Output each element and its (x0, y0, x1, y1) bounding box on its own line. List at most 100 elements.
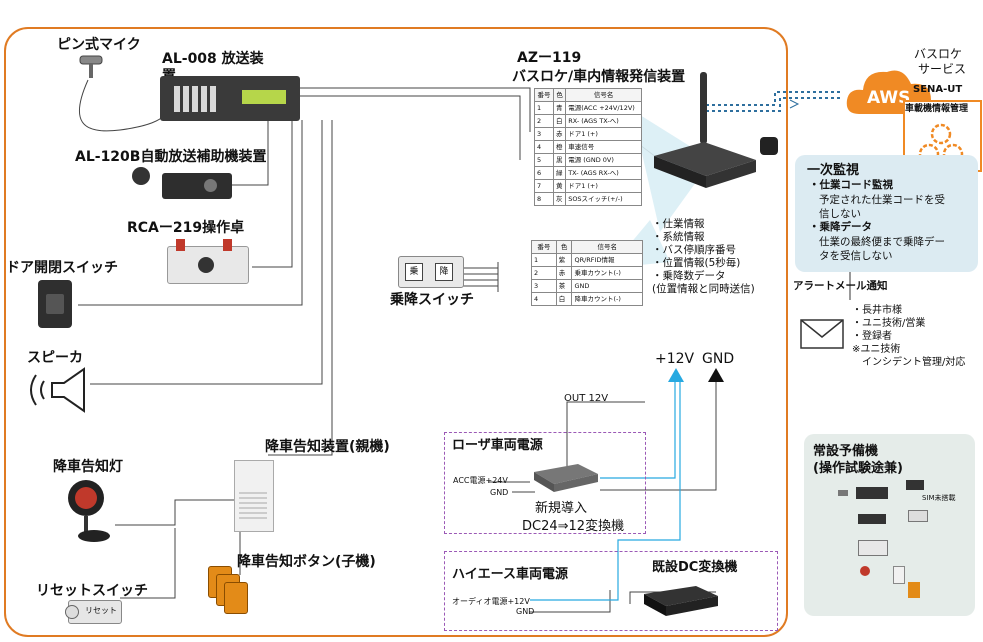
spare-console-icon (858, 540, 888, 556)
sena-ut-label-line1: SENA-UT (913, 84, 963, 95)
spare-lamp-icon (860, 566, 870, 576)
bus-location-service-line2: サービス (918, 62, 967, 76)
spare-units-panel (804, 434, 975, 616)
notify-parent-label: 降車告知装置(親機) (265, 439, 390, 455)
az119-label-line1: AZー119 (517, 50, 582, 66)
spare-notify-unit-icon (893, 566, 905, 584)
cell: 黒 (553, 153, 567, 167)
cell: 2 (533, 114, 555, 128)
notification-lamp-image (64, 478, 112, 544)
mail-envelope-icon (800, 319, 844, 349)
reset-sticker-text: リセット (85, 606, 117, 615)
col-signal: 信号名 (565, 88, 642, 102)
door-switch-image (38, 280, 72, 328)
cell: QR/RFID情報 (571, 253, 643, 267)
cell: 車速信号 (565, 140, 642, 154)
acc24-label: ACC電源+24V (453, 476, 508, 485)
plus12v-label: +12V (655, 351, 695, 367)
spare-az-unit-icon (906, 480, 924, 490)
cell: 電源 (GND 0V) (565, 153, 642, 167)
monitor-item2-line2: タを受信しない (819, 250, 893, 262)
dc-converter-existing-image (640, 582, 720, 618)
reset-switch-label: リセットスイッチ (36, 583, 148, 599)
cell: 黄 (553, 179, 567, 193)
al120b-unit-image (162, 173, 232, 199)
al120b-label: AL-120B自動放送補助機装置 (75, 149, 267, 165)
list-item: ・系統情報 (652, 231, 705, 243)
new-converter-line2: DC24⇒12変換機 (522, 519, 625, 534)
cell: 7 (533, 179, 555, 193)
out12v-label: OUT 12V (564, 393, 609, 404)
speaker-icon (24, 365, 90, 415)
cell: 赤 (555, 266, 573, 280)
cell: SOSスイッチ(+/-) (565, 192, 642, 206)
spare-title-line2: (操作試験途兼) (813, 461, 903, 476)
control-console-image (167, 239, 249, 284)
list-item: ・乗降数データ (652, 270, 726, 282)
cell: 降車カウント(-) (571, 292, 643, 306)
spare-boarding-switch-icon (908, 510, 928, 522)
cell: 乗車カウント(-) (571, 266, 643, 280)
list-item: ・長井市様 (852, 305, 902, 316)
az119-unit-image (650, 138, 760, 190)
broadcast-unit-image (160, 76, 300, 121)
rosa-gnd-label: GND (490, 488, 509, 497)
primary-monitoring-note: 一次監視 ・仕業コード監視 予定された仕業コードを受 信しない ・乗降データ 仕… (795, 155, 978, 272)
cell: 6 (533, 166, 555, 180)
cell: 白 (553, 114, 567, 128)
col-number: 番号 (531, 240, 557, 254)
cell: 赤 (553, 127, 567, 141)
spare-title-line1: 常設予備機 (813, 444, 879, 459)
alert-recipient-list: ・長井市様 ・ユニ技術/営業 ・登録者 ※ユニ技術 インシデント管理/対応 (852, 304, 965, 369)
list-item: ・仕業情報 (652, 218, 705, 230)
monitoring-title: 一次監視 (807, 163, 860, 178)
getoff-lamp-label: 降車告知灯 (53, 459, 123, 475)
cell: TX- (AGS RX-へ) (565, 166, 642, 180)
cell: GND (571, 279, 643, 293)
cell: 5 (533, 153, 555, 167)
hiace-gnd-label: GND (516, 607, 535, 616)
cell: 3 (531, 279, 557, 293)
spare-al120b-icon (858, 514, 886, 524)
col-number: 番号 (533, 88, 555, 102)
rosa-power-box (444, 432, 646, 534)
new-converter-line1: 新規導入 (535, 501, 588, 516)
cell: 白 (555, 292, 573, 306)
cell: 橙 (553, 140, 567, 154)
spare-mic-icon (838, 490, 848, 496)
existing-converter-title: 既設DC変換機 (652, 560, 738, 575)
audio12v-label: オーディオ電源+12V (452, 597, 530, 606)
al008-label-line1: AL-008 放送装 (162, 51, 264, 67)
pin-mic-label: ピン式マイク (57, 37, 141, 53)
cell: 1 (531, 253, 557, 267)
hiace-power-title: ハイエース車両電源 (452, 567, 568, 582)
cell: 4 (531, 292, 557, 306)
dc-converter-new-image (530, 462, 600, 494)
cell: ドア1 (+) (565, 179, 642, 193)
monitor-item1-line1: 予定された仕業コードを受 (819, 194, 945, 206)
monitor-item2-head: ・乗降データ (809, 221, 872, 233)
boarding-key-on: 乗 (405, 263, 423, 281)
monitor-item2-line1: 仕業の最終便まで乗降デー (819, 236, 945, 248)
door-switch-label: ドア開閉スイッチ (6, 260, 118, 276)
cell: 緑 (553, 166, 567, 180)
monitor-item1-head: ・仕業コード監視 (809, 179, 893, 191)
cell: RX- (AGS TX-へ) (565, 114, 642, 128)
sim-not-installed-note: SIM未搭載 (922, 494, 956, 502)
notify-child-label: 降車告知ボタン(子機) (237, 554, 376, 570)
gnd-label: GND (702, 351, 735, 367)
cell: 2 (531, 266, 557, 280)
list-item: ※ユニ技術 (852, 344, 901, 355)
list-item: ・バス停順序番号 (652, 244, 736, 256)
cell: 電源(ACC +24V/12V) (565, 101, 642, 115)
cell: ドア1 (+) (565, 127, 642, 141)
